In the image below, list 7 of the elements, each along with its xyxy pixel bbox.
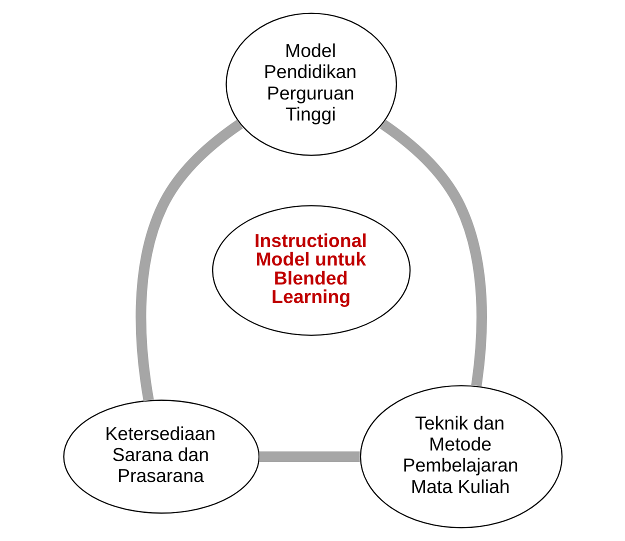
node-ellipse: Teknik dan Metode Pembelajaran Mata Kuliah [359, 385, 562, 528]
node-ellipse: Instructional Model untuk Blended Learning [212, 205, 410, 336]
node-ellipse: Model Pendidikan Perguruan Tinggi [225, 12, 397, 156]
node-ellipse: Ketersediaan Sarana dan Prasarana [62, 400, 260, 514]
connector [379, 120, 486, 386]
connector [258, 451, 360, 462]
connector [135, 120, 242, 402]
